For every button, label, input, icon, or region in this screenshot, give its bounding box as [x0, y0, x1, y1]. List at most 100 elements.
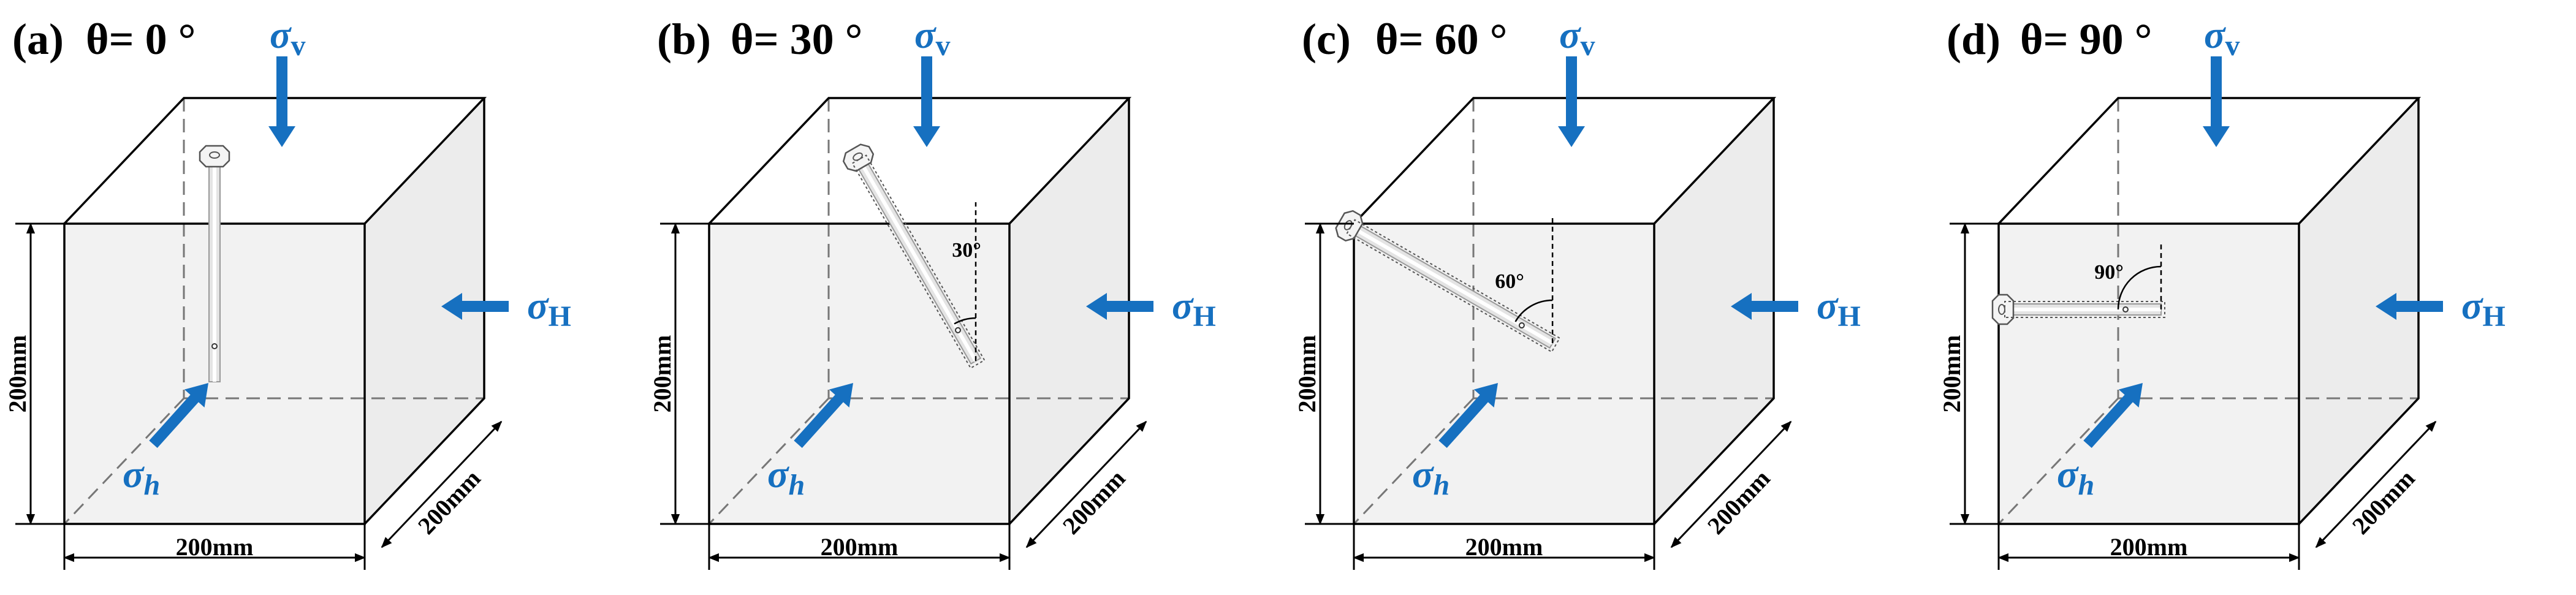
cube-top-edges: [1353, 97, 1777, 225]
dim-label-height: 200mm: [4, 335, 31, 413]
dim-label-height: 200mm: [1938, 335, 1966, 413]
angle-label: 60°: [1495, 270, 1524, 293]
bolt-hole: [211, 343, 218, 349]
sigma-H-label: σH: [2461, 284, 2506, 333]
arrow-sigma-h: [1438, 383, 1498, 448]
theta-label: θ= 30 °: [731, 15, 862, 64]
bolt-head-hole: [209, 151, 220, 159]
sigma-v-label-symbol: σ: [270, 13, 292, 56]
dim-label-width: 200mm: [2110, 533, 2188, 561]
dim-label-width: 200mm: [176, 533, 254, 561]
panel-label: (d): [1947, 15, 2000, 64]
sigma-H-label-subscript: H: [1838, 300, 1861, 333]
cube-side-face: [365, 98, 484, 524]
cube-top-edges: [708, 97, 1132, 225]
arrow-sigma-v: [1558, 56, 1585, 147]
theta-label: θ= 0 °: [86, 15, 196, 64]
cube-top-face: [709, 98, 1129, 224]
sigma-v-label: σv: [1559, 13, 1595, 62]
cube-top-edges: [1997, 97, 2422, 225]
sigma-v-label: σv: [2204, 13, 2240, 62]
bolt-shaft-highlight: [2013, 308, 2161, 311]
bolt-head-hole: [853, 152, 863, 161]
dim-line-depth: [1025, 420, 1147, 548]
dim-line-depth: [2315, 420, 2437, 548]
sigma-H-label-symbol: σ: [1817, 284, 1839, 327]
dim-label-height: 200mm: [648, 335, 676, 413]
hidden-edge-depth: [1997, 397, 2119, 525]
rock-bolt: [199, 145, 230, 382]
dim-label-height: 200mm: [1293, 335, 1321, 413]
arrow-sigma-v: [913, 56, 940, 147]
arrow-sigma-h: [149, 383, 208, 448]
panel-label: (c): [1302, 15, 1351, 64]
sigma-h-label: σh: [1412, 452, 1449, 501]
bolt-hole: [955, 327, 961, 333]
angle-arc: [1514, 299, 1553, 322]
sigma-v-label: σv: [914, 13, 951, 62]
sigma-H-label: σH: [1172, 284, 1216, 333]
hidden-edge-depth: [708, 397, 830, 525]
hidden-edge-depth: [63, 397, 185, 525]
sigma-h-label-subscript: h: [2078, 469, 2095, 501]
sigma-v-label-symbol: σ: [914, 13, 937, 56]
sigma-v-label-subscript: v: [1581, 29, 1595, 62]
cube-top-face: [1999, 98, 2418, 224]
dim-line-depth: [381, 420, 503, 548]
dim-label-width: 200mm: [1465, 533, 1543, 561]
sigma-H-label: σH: [527, 284, 571, 333]
sigma-v-label: σv: [270, 13, 306, 62]
cube-side-face: [1654, 98, 1774, 524]
arrow-sigma-H: [441, 293, 509, 320]
cube-top-face: [1354, 98, 1774, 224]
bolt-dashed-outline: [1346, 219, 1561, 353]
arrow-sigma-H: [1086, 293, 1153, 320]
sigma-H-label: σH: [1817, 284, 1861, 333]
sigma-h-label: σh: [767, 452, 805, 501]
cube-side-face: [1009, 98, 1129, 524]
angle-label: 90°: [2094, 261, 2124, 284]
sigma-h-label-symbol: σ: [1412, 452, 1434, 496]
bolt-head-hole: [1998, 304, 2005, 315]
panel-label: (a): [12, 15, 64, 64]
dim-label-width: 200mm: [821, 533, 899, 561]
cube-top-edges: [63, 97, 487, 225]
sigma-h-label: σh: [123, 452, 160, 501]
hidden-edge-depth: [1353, 397, 1475, 525]
rock-bolt: [1991, 294, 2165, 325]
panel-label: (b): [657, 15, 711, 64]
cube-top-face: [64, 98, 484, 224]
bolt-shaft-highlight: [213, 167, 216, 382]
sigma-v-label-subscript: v: [936, 29, 951, 62]
angle-label: 30°: [952, 239, 981, 262]
cube-front-face: [1354, 224, 1654, 524]
arrow-sigma-H: [2376, 293, 2443, 320]
sigma-h-label-subscript: h: [144, 469, 161, 501]
sigma-v-label-symbol: σ: [1559, 13, 1581, 56]
arrow-sigma-h: [2083, 383, 2143, 448]
sigma-H-label-symbol: σ: [2461, 284, 2483, 327]
cube-front-face: [1999, 224, 2299, 524]
sigma-h-label-subscript: h: [789, 469, 805, 501]
sigma-h-label-symbol: σ: [767, 452, 789, 496]
bolt-head: [199, 145, 230, 168]
bolt-shaft-highlight: [1357, 229, 1554, 345]
bolt-dashed-outline: [2004, 301, 2165, 318]
bolt-dashed-outline: [851, 154, 986, 370]
arrow-sigma-h: [794, 383, 853, 448]
sigma-H-label-symbol: σ: [1172, 284, 1194, 327]
angle-arc: [2117, 265, 2162, 310]
bolt-head: [1991, 294, 2015, 325]
sigma-v-label-symbol: σ: [2204, 13, 2226, 56]
bolt-hole: [2122, 306, 2129, 313]
rock-bolt: [1335, 210, 1561, 353]
bolt-hole: [1518, 322, 1525, 328]
sigma-v-label-subscript: v: [291, 29, 306, 62]
sigma-v-label-subscript: v: [2225, 29, 2240, 62]
sigma-H-label-symbol: σ: [527, 284, 549, 327]
